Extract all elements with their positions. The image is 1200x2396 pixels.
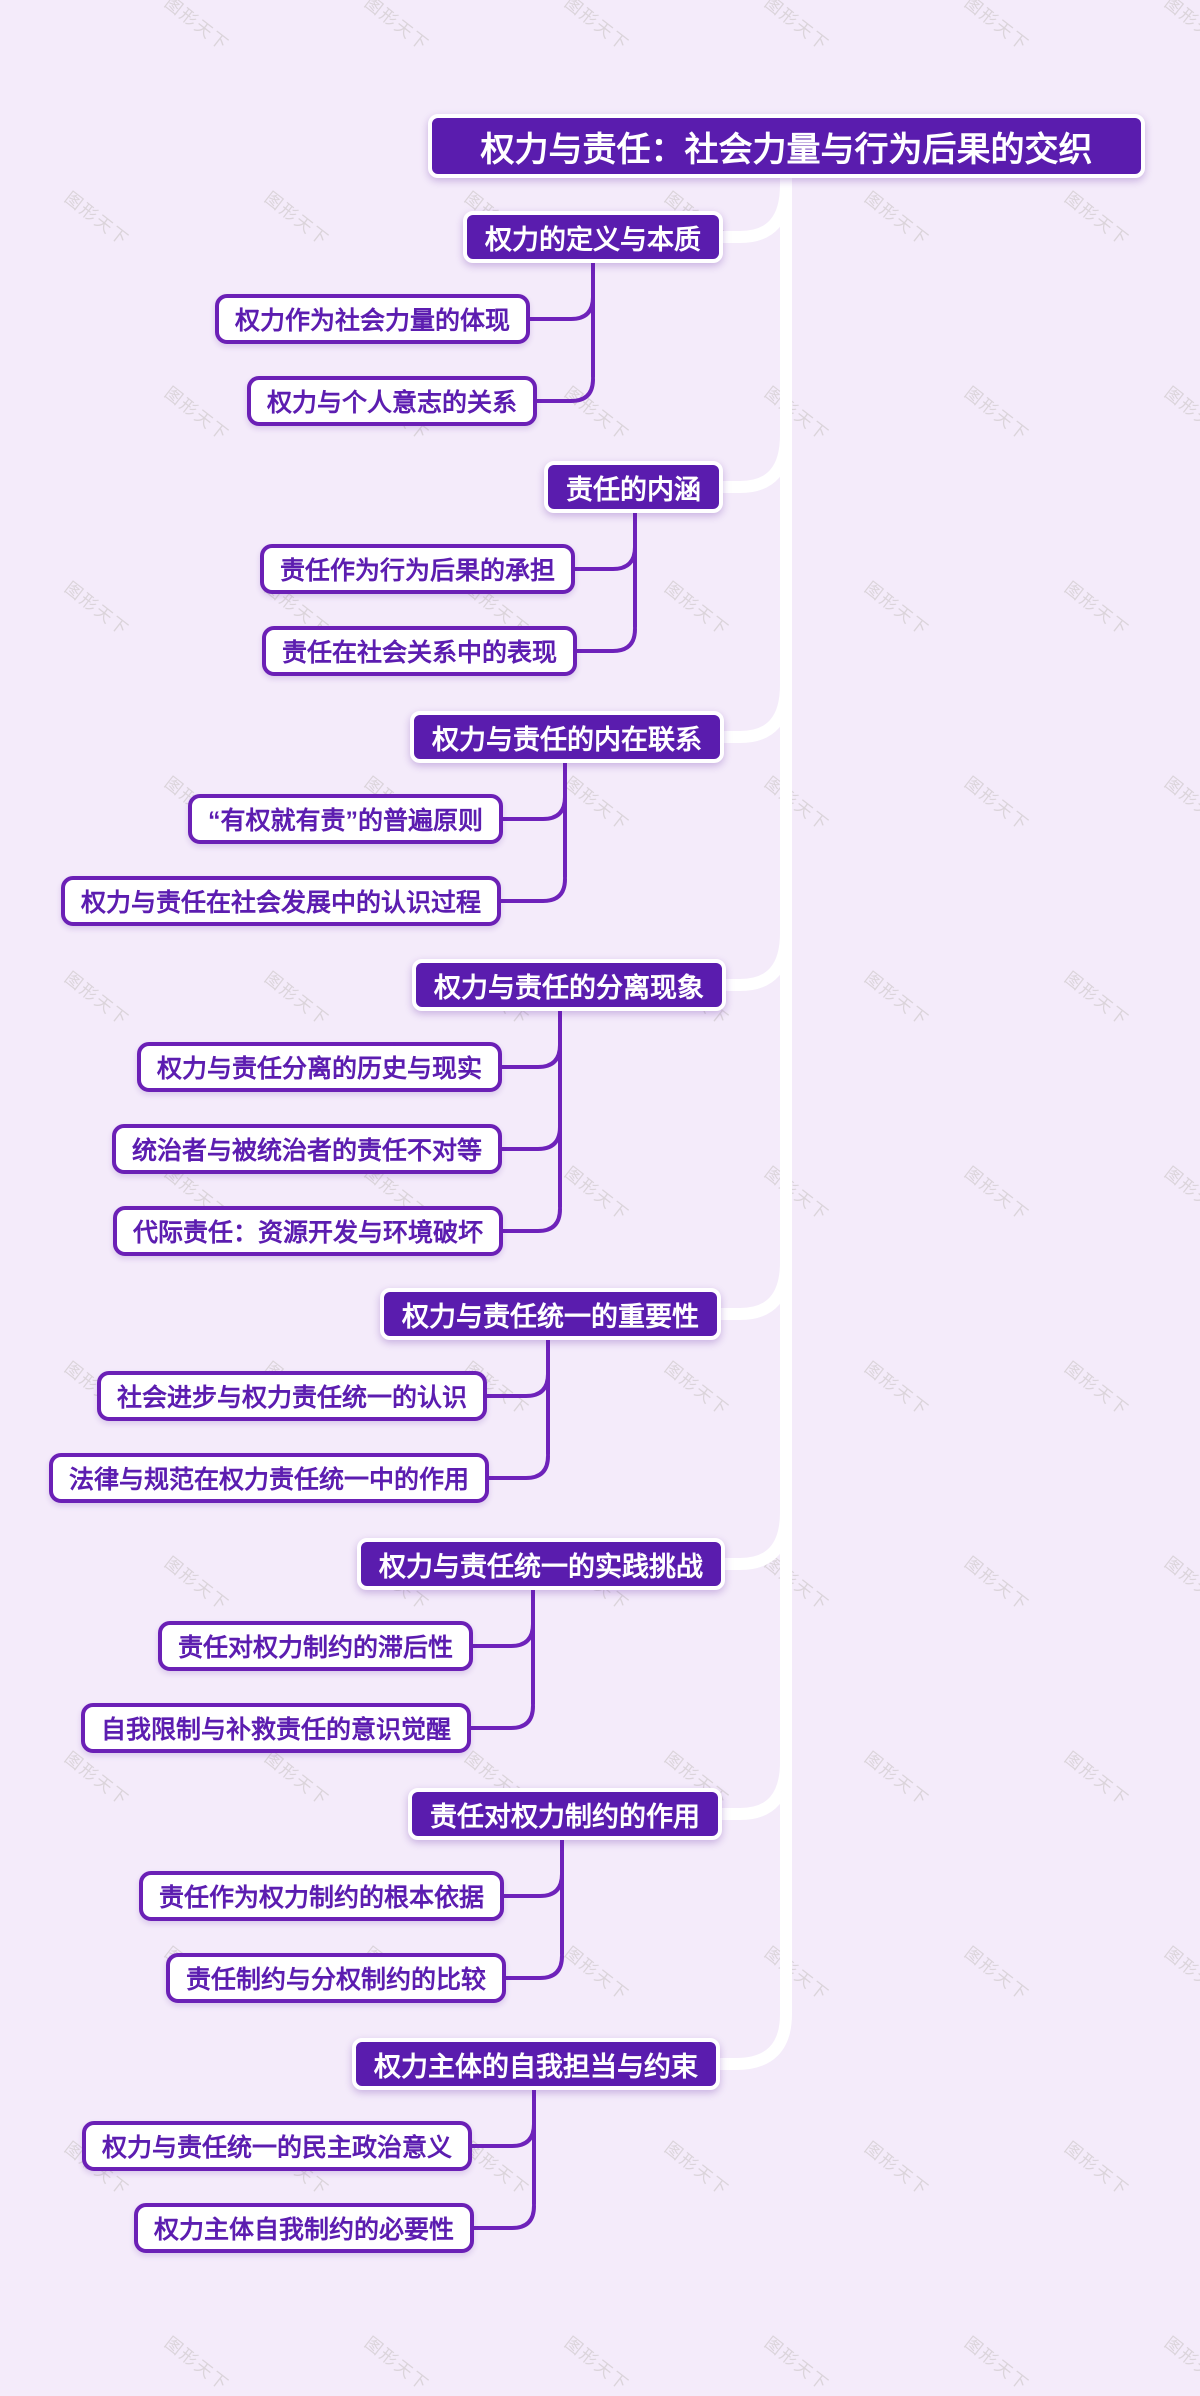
child-node[interactable]: 权力与责任分离的历史与现实 (136, 1042, 502, 1092)
root-topic-node[interactable]: 权力与责任：社会力量与行为后果的交织 (428, 114, 1145, 178)
child-node[interactable]: 责任作为权力制约的根本依据 (138, 1871, 504, 1921)
branch-node-power-definition[interactable]: 权力的定义与本质 (463, 211, 723, 263)
child-node[interactable]: 法律与规范在权力责任统一中的作用 (48, 1453, 489, 1503)
child-node[interactable]: 权力与责任在社会发展中的认识过程 (60, 876, 501, 926)
child-connectors (467, 258, 637, 2230)
child-node[interactable]: 责任在社会关系中的表现 (261, 626, 577, 676)
branch-node-self-restraint[interactable]: 权力主体的自我担当与约束 (352, 2038, 720, 2090)
child-node[interactable]: 自我限制与补救责任的意识觉醒 (80, 1703, 471, 1753)
branch-node-unity-importance[interactable]: 权力与责任统一的重要性 (380, 1288, 721, 1340)
branch-node-inner-connection[interactable]: 权力与责任的内在联系 (410, 711, 724, 763)
child-node[interactable]: 统治者与被统治者的责任不对等 (111, 1124, 502, 1174)
child-node[interactable]: 权力与责任统一的民主政治意义 (81, 2121, 472, 2171)
spine (710, 166, 792, 2070)
child-node[interactable]: 责任对权力制约的滞后性 (157, 1621, 473, 1671)
child-node[interactable]: “有权就有责”的普遍原则 (187, 794, 503, 844)
branch-node-separation-phenomenon[interactable]: 权力与责任的分离现象 (412, 959, 726, 1011)
child-node[interactable]: 责任制约与分权制约的比较 (165, 1953, 506, 2003)
child-node[interactable]: 责任作为行为后果的承担 (259, 544, 575, 594)
child-node[interactable]: 权力主体自我制约的必要性 (133, 2203, 474, 2253)
child-node[interactable]: 权力与个人意志的关系 (246, 376, 537, 426)
child-node[interactable]: 权力作为社会力量的体现 (214, 294, 530, 344)
branch-node-responsibility-meaning[interactable]: 责任的内涵 (544, 461, 723, 513)
branch-node-practice-challenge[interactable]: 权力与责任统一的实践挑战 (357, 1538, 725, 1590)
branch-node-restraint-function[interactable]: 责任对权力制约的作用 (408, 1788, 722, 1840)
child-node[interactable]: 代际责任：资源开发与环境破坏 (112, 1206, 503, 1256)
child-node[interactable]: 社会进步与权力责任统一的认识 (96, 1371, 487, 1421)
